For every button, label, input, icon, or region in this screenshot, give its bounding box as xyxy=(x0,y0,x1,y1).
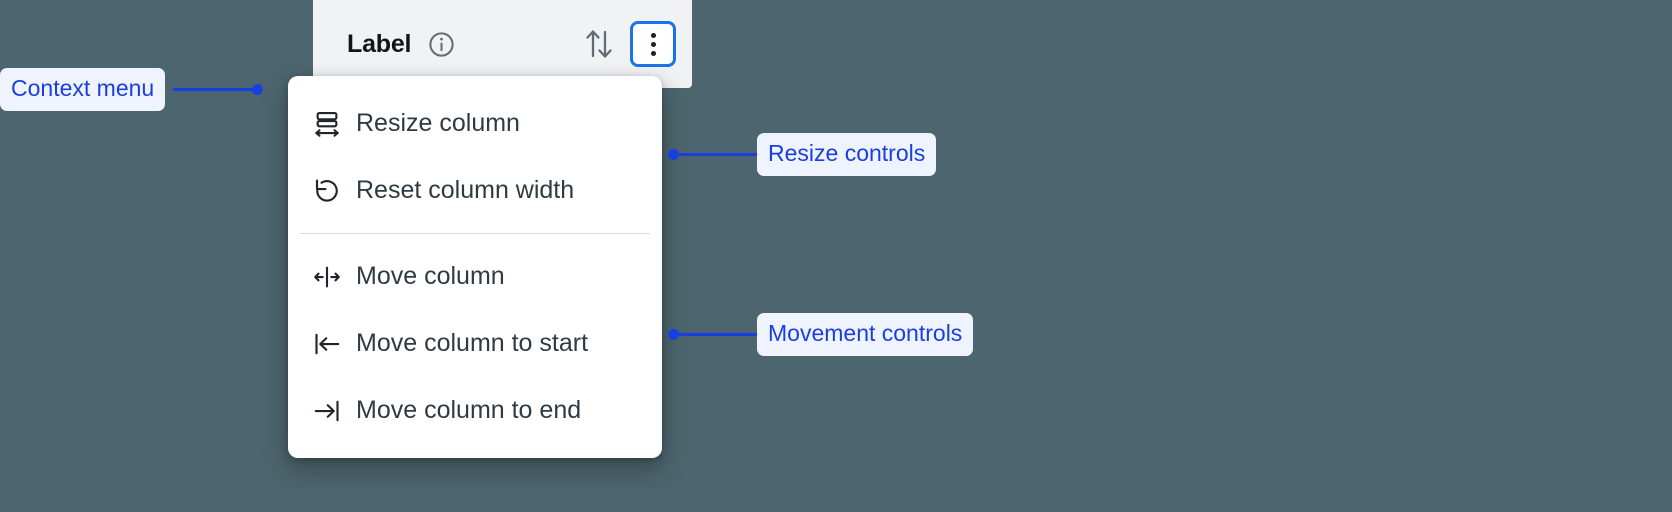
column-header-panel: Label xyxy=(313,0,692,88)
annotation-movement-controls: Movement controls xyxy=(668,313,974,356)
more-vertical-icon xyxy=(650,32,656,38)
menu-item-label: Reset column width xyxy=(356,176,575,204)
annotation-label: Movement controls xyxy=(757,313,974,356)
sort-up-down-icon[interactable] xyxy=(582,25,616,63)
menu-item-label: Resize column xyxy=(356,109,520,137)
menu-item-move-column-to-end[interactable]: Move column to end xyxy=(288,377,662,444)
menu-item-label: Move column xyxy=(356,262,505,290)
annotation-endpoint-dot xyxy=(668,149,679,160)
move-to-start-icon xyxy=(312,329,342,359)
annotation-context-menu: Context menu xyxy=(0,68,264,111)
annotation-label: Resize controls xyxy=(757,133,937,176)
menu-item-label: Move column to end xyxy=(356,396,582,424)
menu-item-reset-column-width[interactable]: Reset column width xyxy=(288,157,662,224)
reset-width-icon xyxy=(312,176,342,206)
menu-separator xyxy=(299,233,650,234)
menu-item-resize-column[interactable]: Resize column xyxy=(288,90,662,157)
resize-column-icon xyxy=(312,109,342,139)
column-context-menu: Resize column Reset column width Move co… xyxy=(288,76,662,458)
annotation-leader-line xyxy=(679,153,757,156)
info-circle-icon[interactable] xyxy=(427,30,456,59)
annotation-endpoint-dot xyxy=(252,84,264,95)
more-vertical-icon xyxy=(650,41,656,47)
menu-item-move-column-to-start[interactable]: Move column to start xyxy=(288,310,662,377)
annotation-label: Context menu xyxy=(0,68,166,111)
move-column-icon xyxy=(312,262,342,292)
annotation-leader-line xyxy=(173,88,254,91)
annotation-leader-line xyxy=(679,333,757,336)
annotation-resize-controls: Resize controls xyxy=(668,133,937,176)
column-menu-button[interactable] xyxy=(630,21,676,67)
menu-item-label: Move column to start xyxy=(356,329,589,357)
annotation-endpoint-dot xyxy=(668,329,679,340)
move-to-end-icon xyxy=(312,396,342,426)
more-vertical-icon xyxy=(650,50,656,56)
column-header-title: Label xyxy=(347,29,412,58)
menu-item-move-column[interactable]: Move column xyxy=(288,243,662,310)
